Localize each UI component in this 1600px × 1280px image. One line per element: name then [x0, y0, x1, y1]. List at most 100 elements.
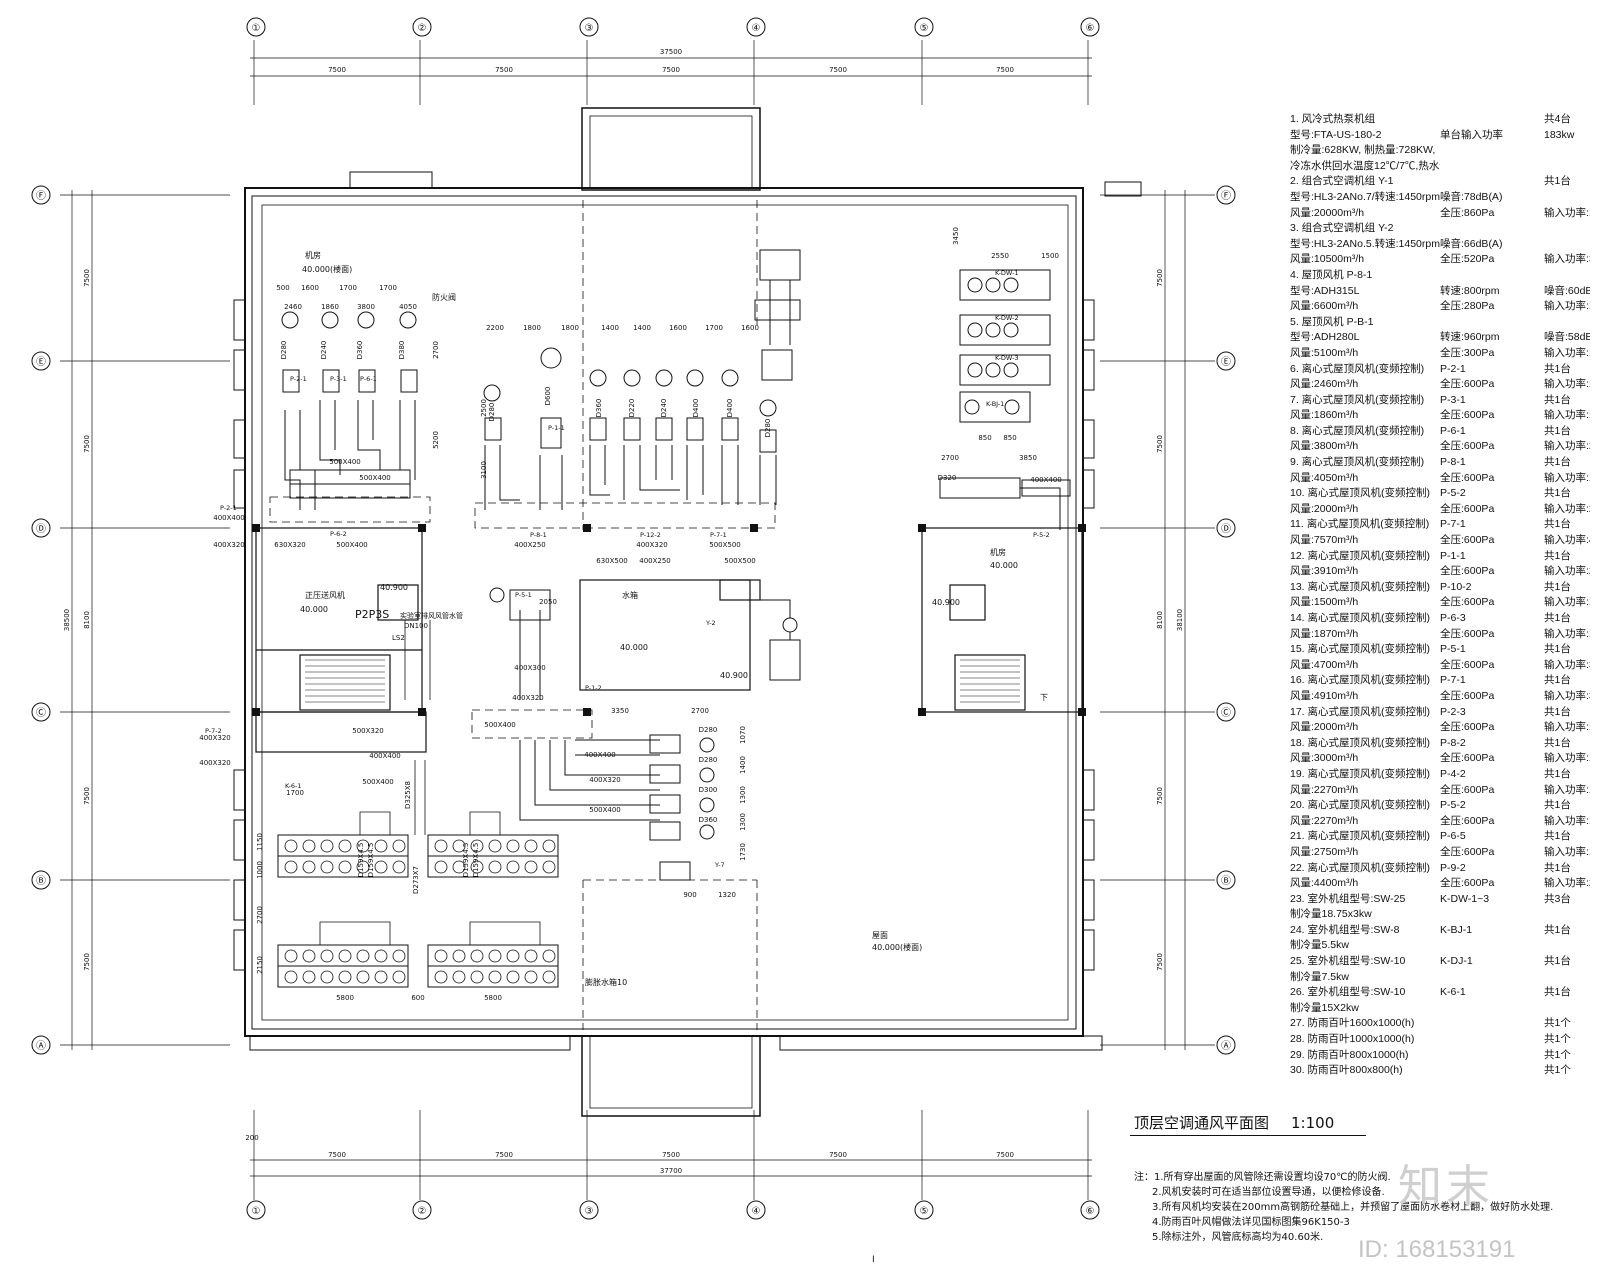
note-5: 5.除标注外，风管底标高均为40.60米. — [1152, 1232, 1324, 1243]
grid-col-2-bottom: ② — [418, 1206, 427, 1217]
pipe-tag-6: D325X8 — [404, 781, 412, 809]
schedule-cell-c1: 风量:2750m³/h — [1290, 845, 1359, 858]
schedule-cell-c3: 输入功率:1.1kw — [1544, 783, 1590, 796]
tank-label: 水箱 — [622, 590, 638, 600]
dim-tl-2700: 2700 — [432, 341, 440, 359]
grid-col-6-bottom: ⑥ — [1086, 1206, 1095, 1217]
schedule-cell-c1: 23. 室外机组型号:SW-25 — [1290, 892, 1406, 905]
dim-ml-4: 1300 — [739, 813, 747, 831]
dim-chiller-1000: 1000 — [256, 861, 264, 879]
schedule-cell-c1: 20. 离心式屋顶风机(变频控制) — [1290, 799, 1431, 812]
flow-tl-2: 1860 — [321, 303, 339, 311]
schedule-cell-c2 — [1440, 1063, 1544, 1079]
dim-right-4: 7500 — [1156, 787, 1164, 805]
dim-tm-1: 2200 — [486, 324, 504, 332]
watermark-id: ID: 168153191 — [1358, 1236, 1516, 1263]
schedule-cell-c2: K-6-1 — [1440, 986, 1466, 999]
size-500x400-ml: 500X400 — [589, 806, 621, 814]
roof-dashed-lines — [269, 200, 776, 1030]
schedule-cell-c2: P-3-1 — [1440, 393, 1466, 406]
schedule-cell-c1: 14. 离心式屋顶风机(变频控制) — [1290, 612, 1431, 624]
schedule-cell-c2: K-BJ-1 — [1440, 923, 1473, 936]
fans-top-left — [281, 311, 418, 393]
tag-p21: P-2-1 — [290, 375, 307, 383]
dim-left-2: 7500 — [83, 435, 91, 453]
schedule-cell-c3: 输入功率:1.1kw — [1544, 596, 1590, 609]
tag-y7: Y-7 — [714, 861, 725, 869]
schedule-row: 制冷量7.5kw — [1290, 970, 1590, 986]
schedule-cell-c3: 输入功率:3.0kw — [1544, 658, 1590, 671]
schedule-cell-c2: 全压:600Pa — [1440, 378, 1495, 391]
schedule-cell-c3: 输入功率:1.1kw — [1544, 471, 1590, 484]
grid-col-5: ⑤ — [920, 23, 929, 34]
dim-bottom-4: 7500 — [829, 1151, 847, 1159]
down-label: 下 — [1040, 693, 1048, 702]
schedule-cell-c3: 共1台 — [1544, 424, 1571, 437]
schedule-cell-c2: P-2-1 — [1440, 362, 1466, 375]
dim-ml-5: 1730 — [739, 843, 747, 861]
grid-row-d: Ⓓ — [36, 523, 46, 535]
schedule-cell-c3 — [1544, 143, 1590, 159]
schedule-cell-c1: 风量:3800m³/h — [1290, 440, 1359, 453]
ls-label: LS2 — [392, 634, 405, 642]
schedule-cell-c1: 风量:1500m³/h — [1290, 596, 1359, 609]
schedule-cell-c2: P-8-1 — [1440, 456, 1466, 469]
dim-top-5: 7500 — [996, 66, 1014, 74]
schedule-cell-c2: 全压:600Pa — [1440, 721, 1495, 734]
fans-top-mid — [483, 347, 777, 453]
schedule-row: 制冷量:628KW, 制热量:728KW, — [1290, 143, 1590, 159]
schedule-cell-c3: 共1个 — [1544, 1064, 1571, 1077]
schedule-cell-c3: 共1台 — [1544, 393, 1571, 406]
schedule-cell-c2: 单台输入功率 — [1440, 128, 1503, 141]
dim-900: 900 — [683, 891, 696, 899]
dim-left-3: 8100 — [83, 611, 91, 629]
schedule-cell-c3: 输入功率:2.2kw — [1544, 502, 1590, 515]
schedule-cell-c1: 24. 室外机组型号:SW-8 — [1290, 923, 1400, 936]
dim-chiller-2700: 2700 — [256, 906, 264, 924]
tag-k61: K-6-1 — [285, 782, 302, 790]
d-right-320: D320 — [938, 474, 957, 482]
size-500x400-a: 500X400 — [329, 458, 361, 466]
grid-col-2: ② — [418, 23, 427, 34]
dim-tm-7: 1700 — [705, 324, 723, 332]
schedule-cell-c2: K-DW-1~3 — [1440, 892, 1490, 905]
dim-tm-4: 1400 — [601, 324, 619, 332]
schedule-cell-c2: 全压:600Pa — [1440, 627, 1495, 640]
schedule-cell-c2: K-DJ-1 — [1440, 955, 1473, 968]
dim-bottom-5: 7500 — [996, 1151, 1014, 1159]
d-tm-1: D280 — [488, 403, 496, 422]
dim-top-3: 7500 — [662, 66, 680, 74]
size-500x500: 500X500 — [724, 557, 756, 565]
schedule-cell-c2: P-5-2 — [1440, 799, 1466, 812]
schedule-cell-c2: 全压:280Pa — [1440, 300, 1495, 313]
schedule-cell-c2 — [1440, 1001, 1544, 1017]
dim-chiller-2150: 2150 — [256, 956, 264, 974]
schedule-cell-c1: 6. 离心式屋顶风机(变频控制) — [1290, 362, 1425, 375]
schedule-cell-c2 — [1440, 1048, 1544, 1064]
size-400x300: 400X300 — [514, 664, 546, 672]
schedule-cell-c2 — [1440, 159, 1544, 175]
expansion-tank-label: 膨胀水箱10 — [585, 977, 627, 987]
schedule-cell-c3: 共1台 — [1544, 612, 1571, 624]
schedule-cell-c1: 风量:2000m³/h — [1290, 721, 1359, 734]
schedule-cell-c3 — [1544, 221, 1590, 237]
d-ml-3: D300 — [699, 786, 718, 794]
roof-label: 屋面 — [872, 931, 888, 940]
dim-tl-3: 1700 — [339, 284, 357, 292]
schedule-cell-c2: 全压:600Pa — [1440, 565, 1495, 578]
d-tm-8: D280 — [764, 419, 772, 438]
tag-p31: P-3-1 — [330, 375, 347, 383]
dim-r-2700: 2700 — [941, 454, 959, 462]
schedule-cell-c3: 输入功率:1.1kw — [1544, 814, 1590, 827]
schedule-cell-c3: 共1台 — [1544, 923, 1571, 936]
dim-1320: 1320 — [718, 891, 736, 899]
size-400x320-left: 400X320 — [213, 541, 245, 549]
schedule-cell-c3: 共1台 — [1544, 175, 1571, 188]
note-2: 2.风机安装时可在适当部位设置导通，以便检修设备. — [1152, 1187, 1385, 1198]
grid-row-f: Ⓕ — [36, 190, 46, 202]
